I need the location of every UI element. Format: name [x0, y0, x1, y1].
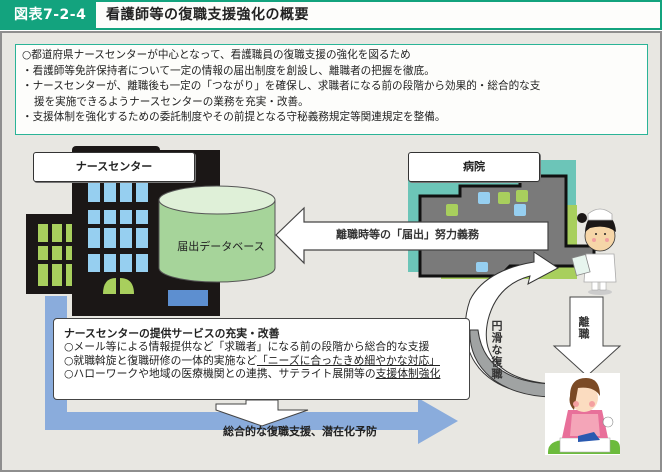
resignation-label: 離職 [577, 316, 590, 340]
summary-line: ・ナースセンターが、離職後も一定の「つながり」を確保し、求職者になる前の段階から… [22, 80, 541, 93]
homemaker-ironing-illustration-icon [545, 373, 620, 455]
services-title: ナースセンターの提供サービスの充実・改善 [64, 327, 280, 340]
summary-line: ○都道府県ナースセンターが中心となって、看護職員の復職支援の強化を図るため [22, 49, 411, 61]
resignation-arrow [552, 296, 622, 377]
summary-line: ・看護師等免許保持者について一定の情報の届出制度を創設し、離職者の把握を徹底。 [22, 64, 435, 77]
services-item-text: ○ハローワークや地域の医療機関との連携、サテライト展開等の [64, 367, 376, 381]
nurse-illustration-icon [571, 208, 617, 295]
summary-line: ・支援体制を強化するための委託制度やその前提となる守秘義務規定等関連規定を整備。 [22, 111, 446, 124]
database-cylinder-icon [158, 185, 276, 283]
services-item: ○就職斡旋と復職研修の一体的実施など「ニーズに合ったきめ細やかな対応」 [64, 354, 459, 367]
services-item-text: ○就職斡旋と復職研修の一体的実施など [64, 353, 257, 367]
hospital-label: 病院 [408, 152, 540, 182]
notification-arrow [275, 206, 549, 265]
services-item: ○メール等による情報提供など「求職者」になる前の段階から総合的な支援 [64, 340, 430, 354]
figure-header: 図表7-2-4 看護師等の復職支援強化の概要 [0, 0, 662, 30]
services-down-pointer [215, 399, 309, 427]
nurse-center-label: ナースセンター [33, 152, 195, 182]
notification-arrow-label: 離職時等の「届出」努力義務 [336, 228, 479, 241]
services-item: ○ハローワークや地域の医療機関との連携、サテライト展開等の支援体制強化 [64, 367, 459, 380]
database-label: 届出データベース [177, 240, 265, 253]
smooth-return-label: 円滑な復職 [490, 320, 503, 380]
summary-line: 援を実施できるようナースセンターの業務を充実・改善。 [34, 95, 309, 108]
services-item-emphasis: 支援体制強化 [375, 367, 441, 381]
bottom-arrow-label: 総合的な復職支援、潜在化予防 [223, 425, 377, 438]
summary-box: ○都道府県ナースセンターが中心となって、看護職員の復職支援の強化を図るため ・看… [15, 44, 648, 135]
figure-number: 図表7-2-4 [2, 2, 96, 28]
smooth-return-arrow [464, 251, 559, 398]
figure-title: 看護師等の復職支援強化の概要 [106, 7, 309, 23]
services-item-emphasis: 「ニーズに合ったきめ細やかな対応」 [256, 353, 440, 367]
services-box: ナースセンターの提供サービスの充実・改善 ○メール等による情報提供など「求職者」… [53, 318, 470, 400]
